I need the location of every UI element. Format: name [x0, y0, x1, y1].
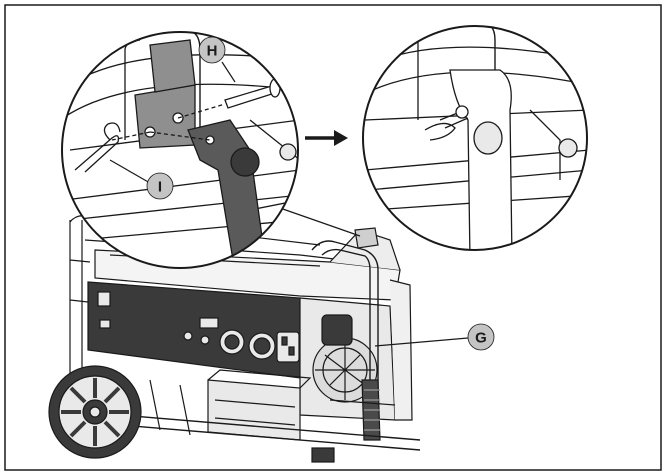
- generator-illustration: [48, 215, 421, 463]
- callout-i: I: [109, 159, 174, 200]
- outlet-3: [276, 331, 300, 363]
- magnifier-right-detail: [362, 25, 588, 251]
- callout-h: H: [198, 36, 236, 83]
- magnifier-right-rim: [362, 25, 588, 251]
- magnifier-leader: [279, 207, 361, 237]
- arrow-icon: [305, 130, 348, 146]
- panel-breaker: [199, 317, 219, 329]
- magnifier-left-rim: [61, 31, 299, 269]
- magnifier-left-detail: [61, 31, 299, 269]
- handle-frame: [311, 240, 379, 420]
- callout-g-label: G: [475, 330, 487, 347]
- callout-h-label: H: [207, 43, 218, 60]
- mounting-bracket: [134, 84, 196, 149]
- panel-switch: [97, 291, 111, 307]
- hair-pin: [74, 122, 121, 173]
- wheel: [48, 365, 142, 459]
- callout-i-label: I: [158, 179, 162, 196]
- base-frame: [119, 414, 421, 451]
- battery: [207, 379, 301, 441]
- callout-g: G: [374, 323, 495, 351]
